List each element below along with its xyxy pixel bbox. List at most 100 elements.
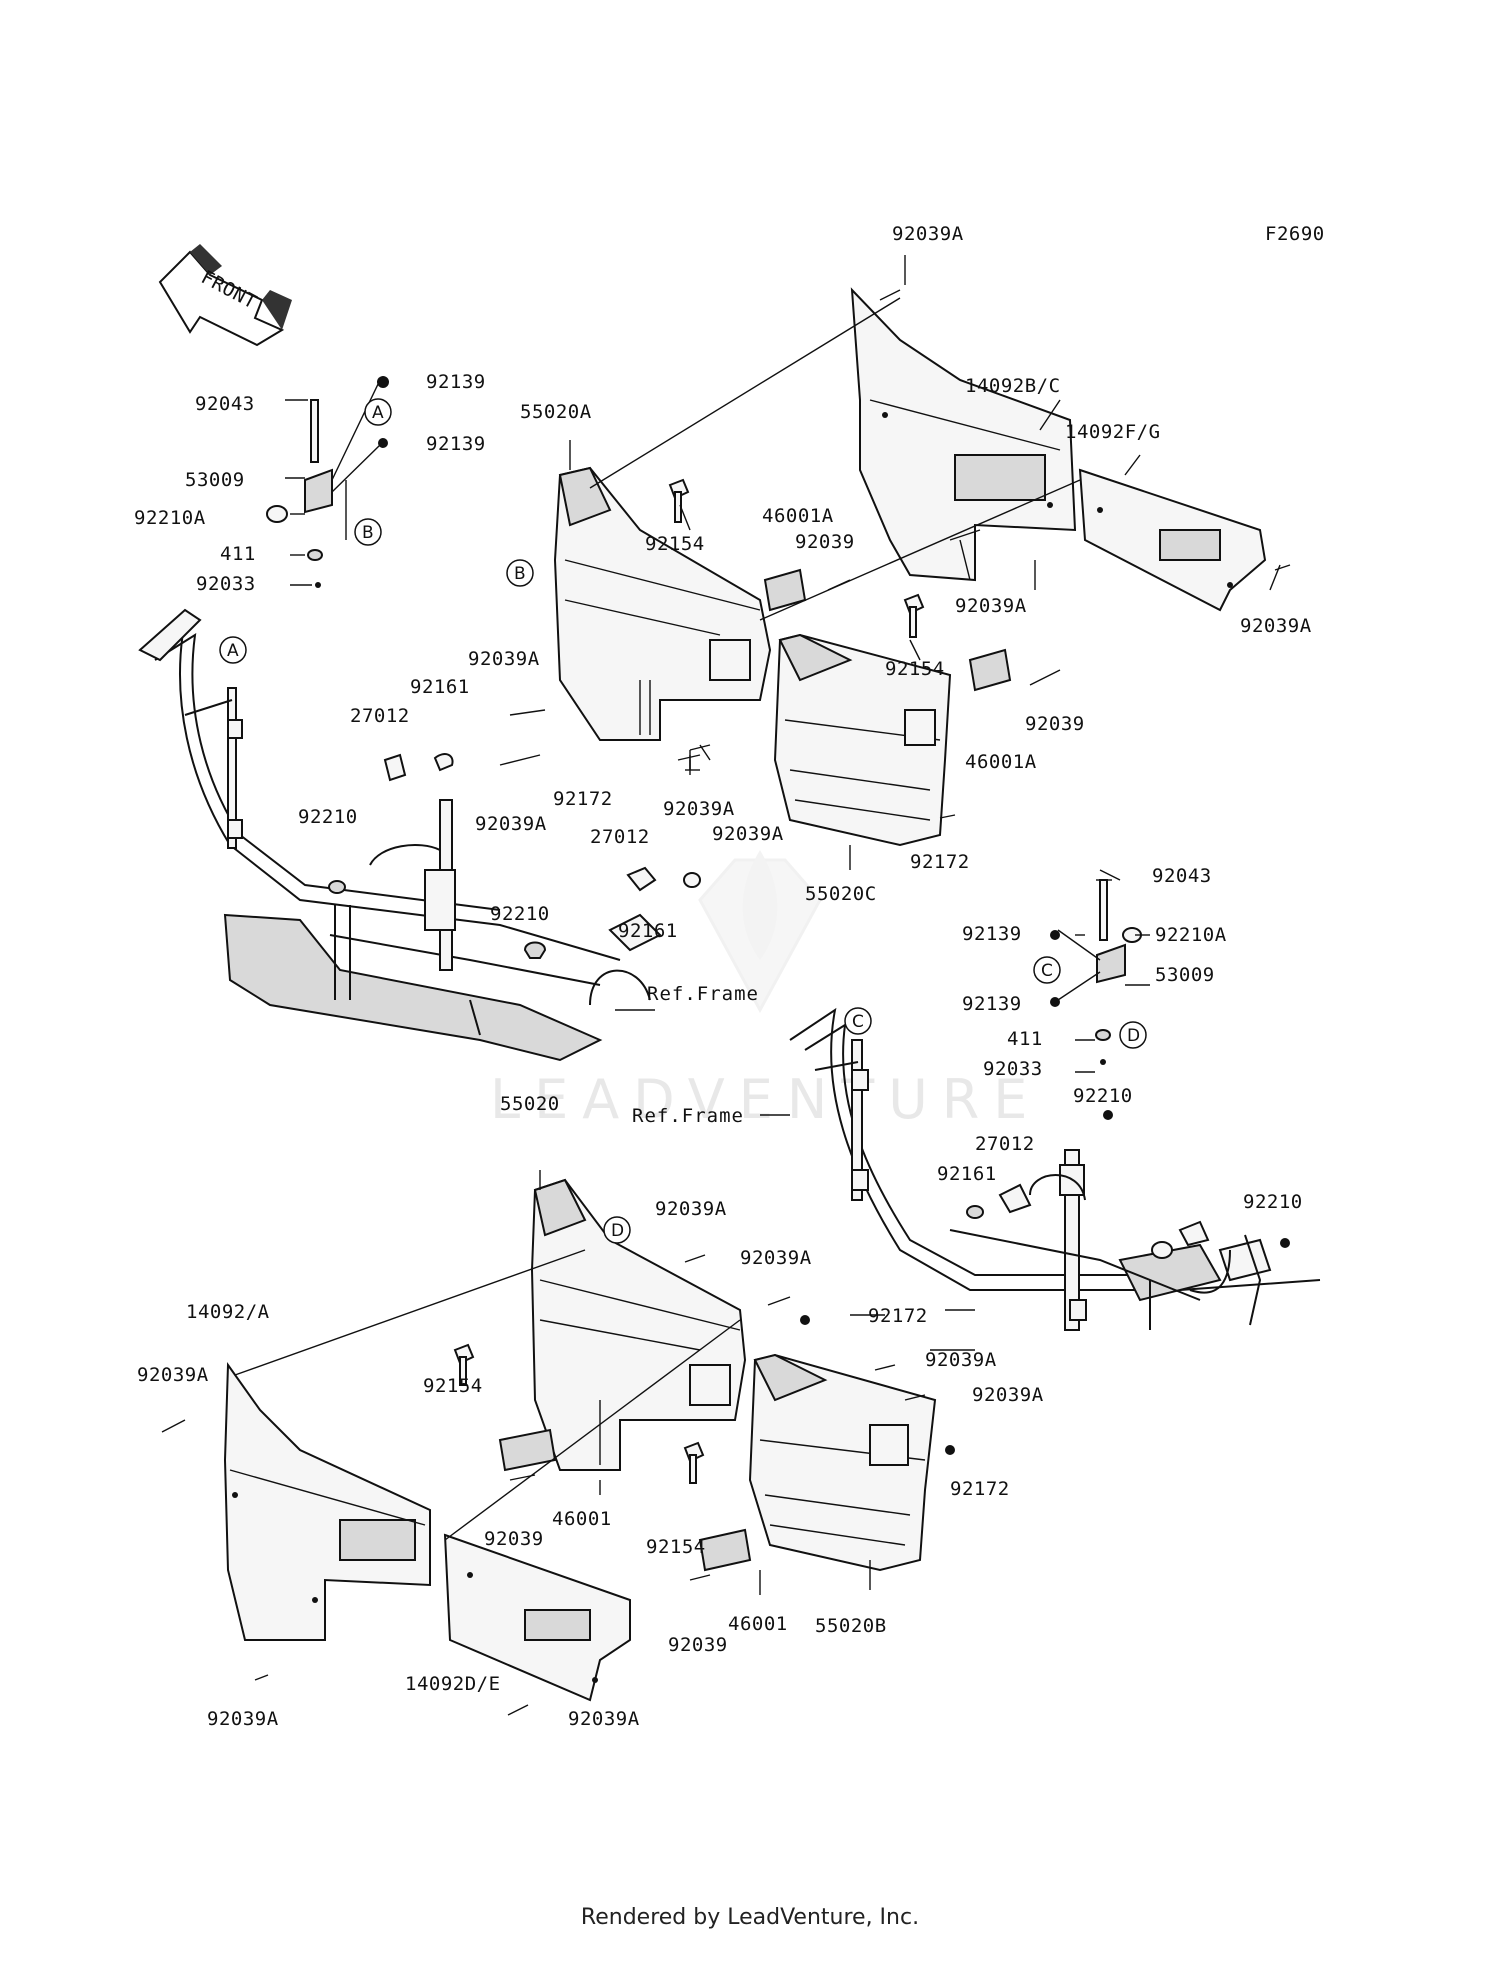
part-label: 92139 [962,923,1022,945]
frame-left [138,608,701,1062]
part-label: 92161 [618,920,678,942]
part-label: 92033 [983,1058,1043,1080]
circle-marker-a-top: A [364,398,392,426]
part-label: 411 [1007,1028,1043,1050]
part-label: 14092F/G [1065,421,1161,443]
part-label: 92154 [645,533,705,555]
part-label: 92039A [1240,615,1312,637]
part-labels: 92039A 92139 92043 92139 53009 92210A 41… [134,223,1312,1730]
part-label: 27012 [975,1133,1035,1155]
part-label: 92043 [195,393,255,415]
part-label: 92172 [950,1478,1010,1500]
svg-text:A: A [372,403,384,423]
part-label: 92210 [490,903,550,925]
svg-text:D: D [1127,1026,1140,1046]
part-label: 92039A [663,798,735,820]
part-label: 92154 [423,1375,483,1397]
circle-marker-b-top: B [354,518,382,546]
part-label: 14092D/E [405,1673,501,1695]
part-label: 55020 [500,1093,560,1115]
panel-14092a [223,1362,431,1641]
svg-text:B: B [514,564,526,584]
part-label: 92139 [426,371,486,393]
part-label: 92039A [892,223,964,245]
panel-14092fg [1078,468,1267,612]
part-label: 92210A [134,507,206,529]
part-label: 92039A [972,1384,1044,1406]
door-55020b [748,1353,937,1572]
leader-lines [234,255,1281,1595]
part-label: 92161 [937,1163,997,1185]
part-label: 92033 [196,573,256,595]
svg-text:B: B [362,523,374,543]
svg-text:C: C [1041,961,1053,981]
svg-text:A: A [227,641,239,661]
part-label: 92210 [298,806,358,828]
part-label: 92039A [568,1708,640,1730]
part-label: 92039 [484,1528,544,1550]
door-55020 [530,1178,747,1471]
part-label: 411 [220,543,256,565]
door-55020c [773,633,952,847]
hardware-bottom [161,1254,955,1716]
part-label: 53009 [1155,964,1215,986]
part-label: 92139 [962,993,1022,1015]
door-55020a [553,466,772,741]
panel-14092bc [850,287,1077,582]
part-label: 14092/A [186,1301,270,1323]
circle-marker-c-frame: C [844,1007,872,1035]
ref-frame-label-top: Ref.Frame [647,983,759,1005]
frame-right [789,1007,1321,1331]
part-label: 92039A [475,813,547,835]
bracket-assembly-left [266,376,389,588]
part-label: 92043 [1152,865,1212,887]
part-label: 92039A [137,1364,209,1386]
circle-marker-c-bracket: C [1033,956,1061,984]
part-label: 14092B/C [965,375,1061,397]
part-label: 92039A [740,1247,812,1269]
footer-credit: Rendered by LeadVenture, Inc. [580,1905,920,1930]
watermark-text: LEADVENTURE [490,1068,1041,1131]
part-label: 92154 [885,658,945,680]
part-label: 92039 [1025,713,1085,735]
part-label: 92154 [646,1536,706,1558]
part-label: 27012 [590,826,650,848]
part-label: 92039 [795,531,855,553]
panel-14092de [443,1533,631,1702]
part-label: 55020C [805,883,877,905]
part-label: 92139 [426,433,486,455]
part-label: 46001 [728,1613,788,1635]
part-label: 55020A [520,401,592,423]
part-label: 92039 [668,1634,728,1656]
svg-text:C: C [852,1012,864,1032]
circle-marker-d-door: D [603,1216,631,1244]
circle-marker-b-door: B [506,559,534,587]
part-label: 92039A [655,1198,727,1220]
watermark-logo-icon [698,850,822,1014]
part-label: 92172 [553,788,613,810]
part-label: 46001A [965,751,1037,773]
circle-marker-a-frame: A [219,636,247,664]
diagram-code: F2690 [1265,223,1325,245]
part-label: 46001 [552,1508,612,1530]
part-label: 92210 [1073,1085,1133,1107]
circle-marker-d-bracket: D [1119,1021,1147,1049]
ref-frame-label-bottom: Ref.Frame [632,1105,744,1127]
part-label: 92039A [925,1349,997,1371]
part-label: 92172 [868,1305,928,1327]
part-label: 92210A [1155,924,1227,946]
part-label: 92039A [712,823,784,845]
part-label: 92039A [468,648,540,670]
part-label: 27012 [350,705,410,727]
part-label: 46001A [762,505,834,527]
front-arrow-icon: FRONT [158,244,292,347]
part-label: 53009 [185,469,245,491]
part-label: 92039A [207,1708,279,1730]
part-label: 92161 [410,676,470,698]
part-label: 92039A [955,595,1027,617]
part-label: 55020B [815,1615,887,1637]
part-label: 92172 [910,851,970,873]
part-label: 92210 [1243,1191,1303,1213]
svg-text:D: D [611,1221,624,1241]
hardware-top [499,289,1291,819]
